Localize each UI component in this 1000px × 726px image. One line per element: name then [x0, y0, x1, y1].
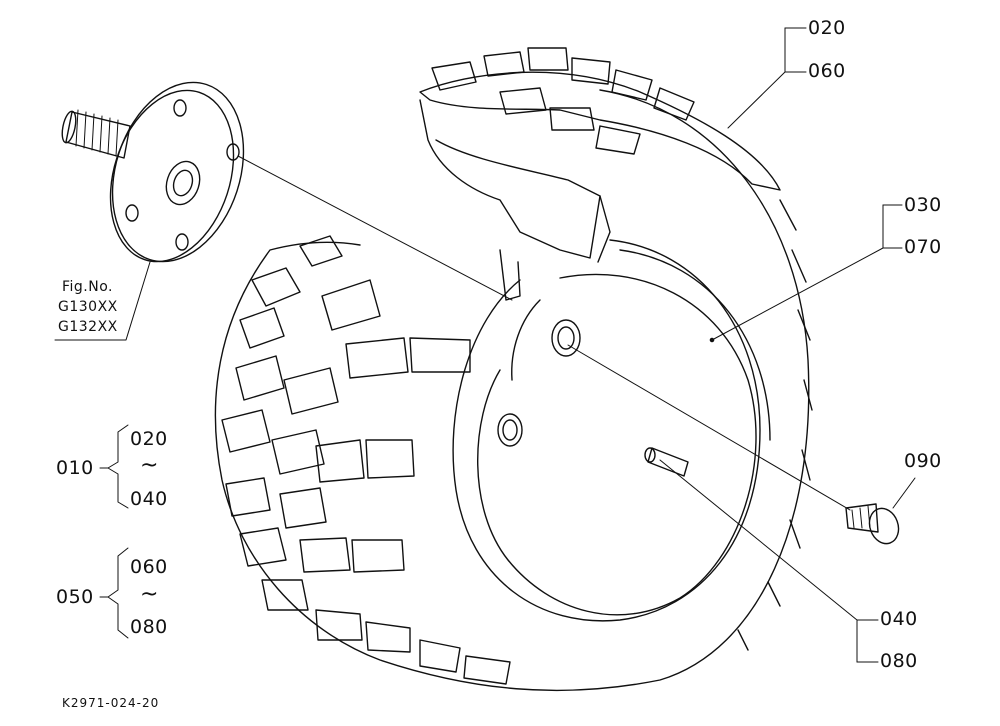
- group-050-id: 050: [56, 586, 94, 608]
- callout-090: 090: [904, 450, 942, 472]
- group-010-id: 010: [56, 457, 94, 479]
- group-050-to: 080: [130, 616, 168, 638]
- callout-leaders: [55, 28, 915, 662]
- callout-020: 020: [808, 17, 846, 39]
- tire-section-cutaway: [420, 48, 780, 300]
- callout-080: 080: [880, 650, 918, 672]
- fig-ref-g130xx: G130XX: [58, 299, 118, 315]
- callout-060: 060: [808, 60, 846, 82]
- tire-outer: [215, 90, 812, 690]
- group-050-sep: ~: [140, 582, 159, 607]
- hub-flange-part: [60, 65, 266, 278]
- hub-leader-line: [238, 156, 512, 300]
- group-010-sep: ~: [140, 453, 159, 478]
- group-010-to: 040: [130, 488, 168, 510]
- fig-ref-g132xx: G132XX: [58, 319, 118, 335]
- callout-070: 070: [904, 236, 942, 258]
- wheel-bolt-part: [846, 504, 903, 548]
- diagram-code: K2971-024-20: [62, 696, 160, 710]
- callout-030: 030: [904, 194, 942, 216]
- callout-040: 040: [880, 608, 918, 630]
- fig-ref-title: Fig.No.: [62, 279, 114, 295]
- group-050-from: 060: [130, 556, 168, 578]
- wheel-rim: [478, 274, 756, 614]
- group-010-from: 020: [130, 428, 168, 450]
